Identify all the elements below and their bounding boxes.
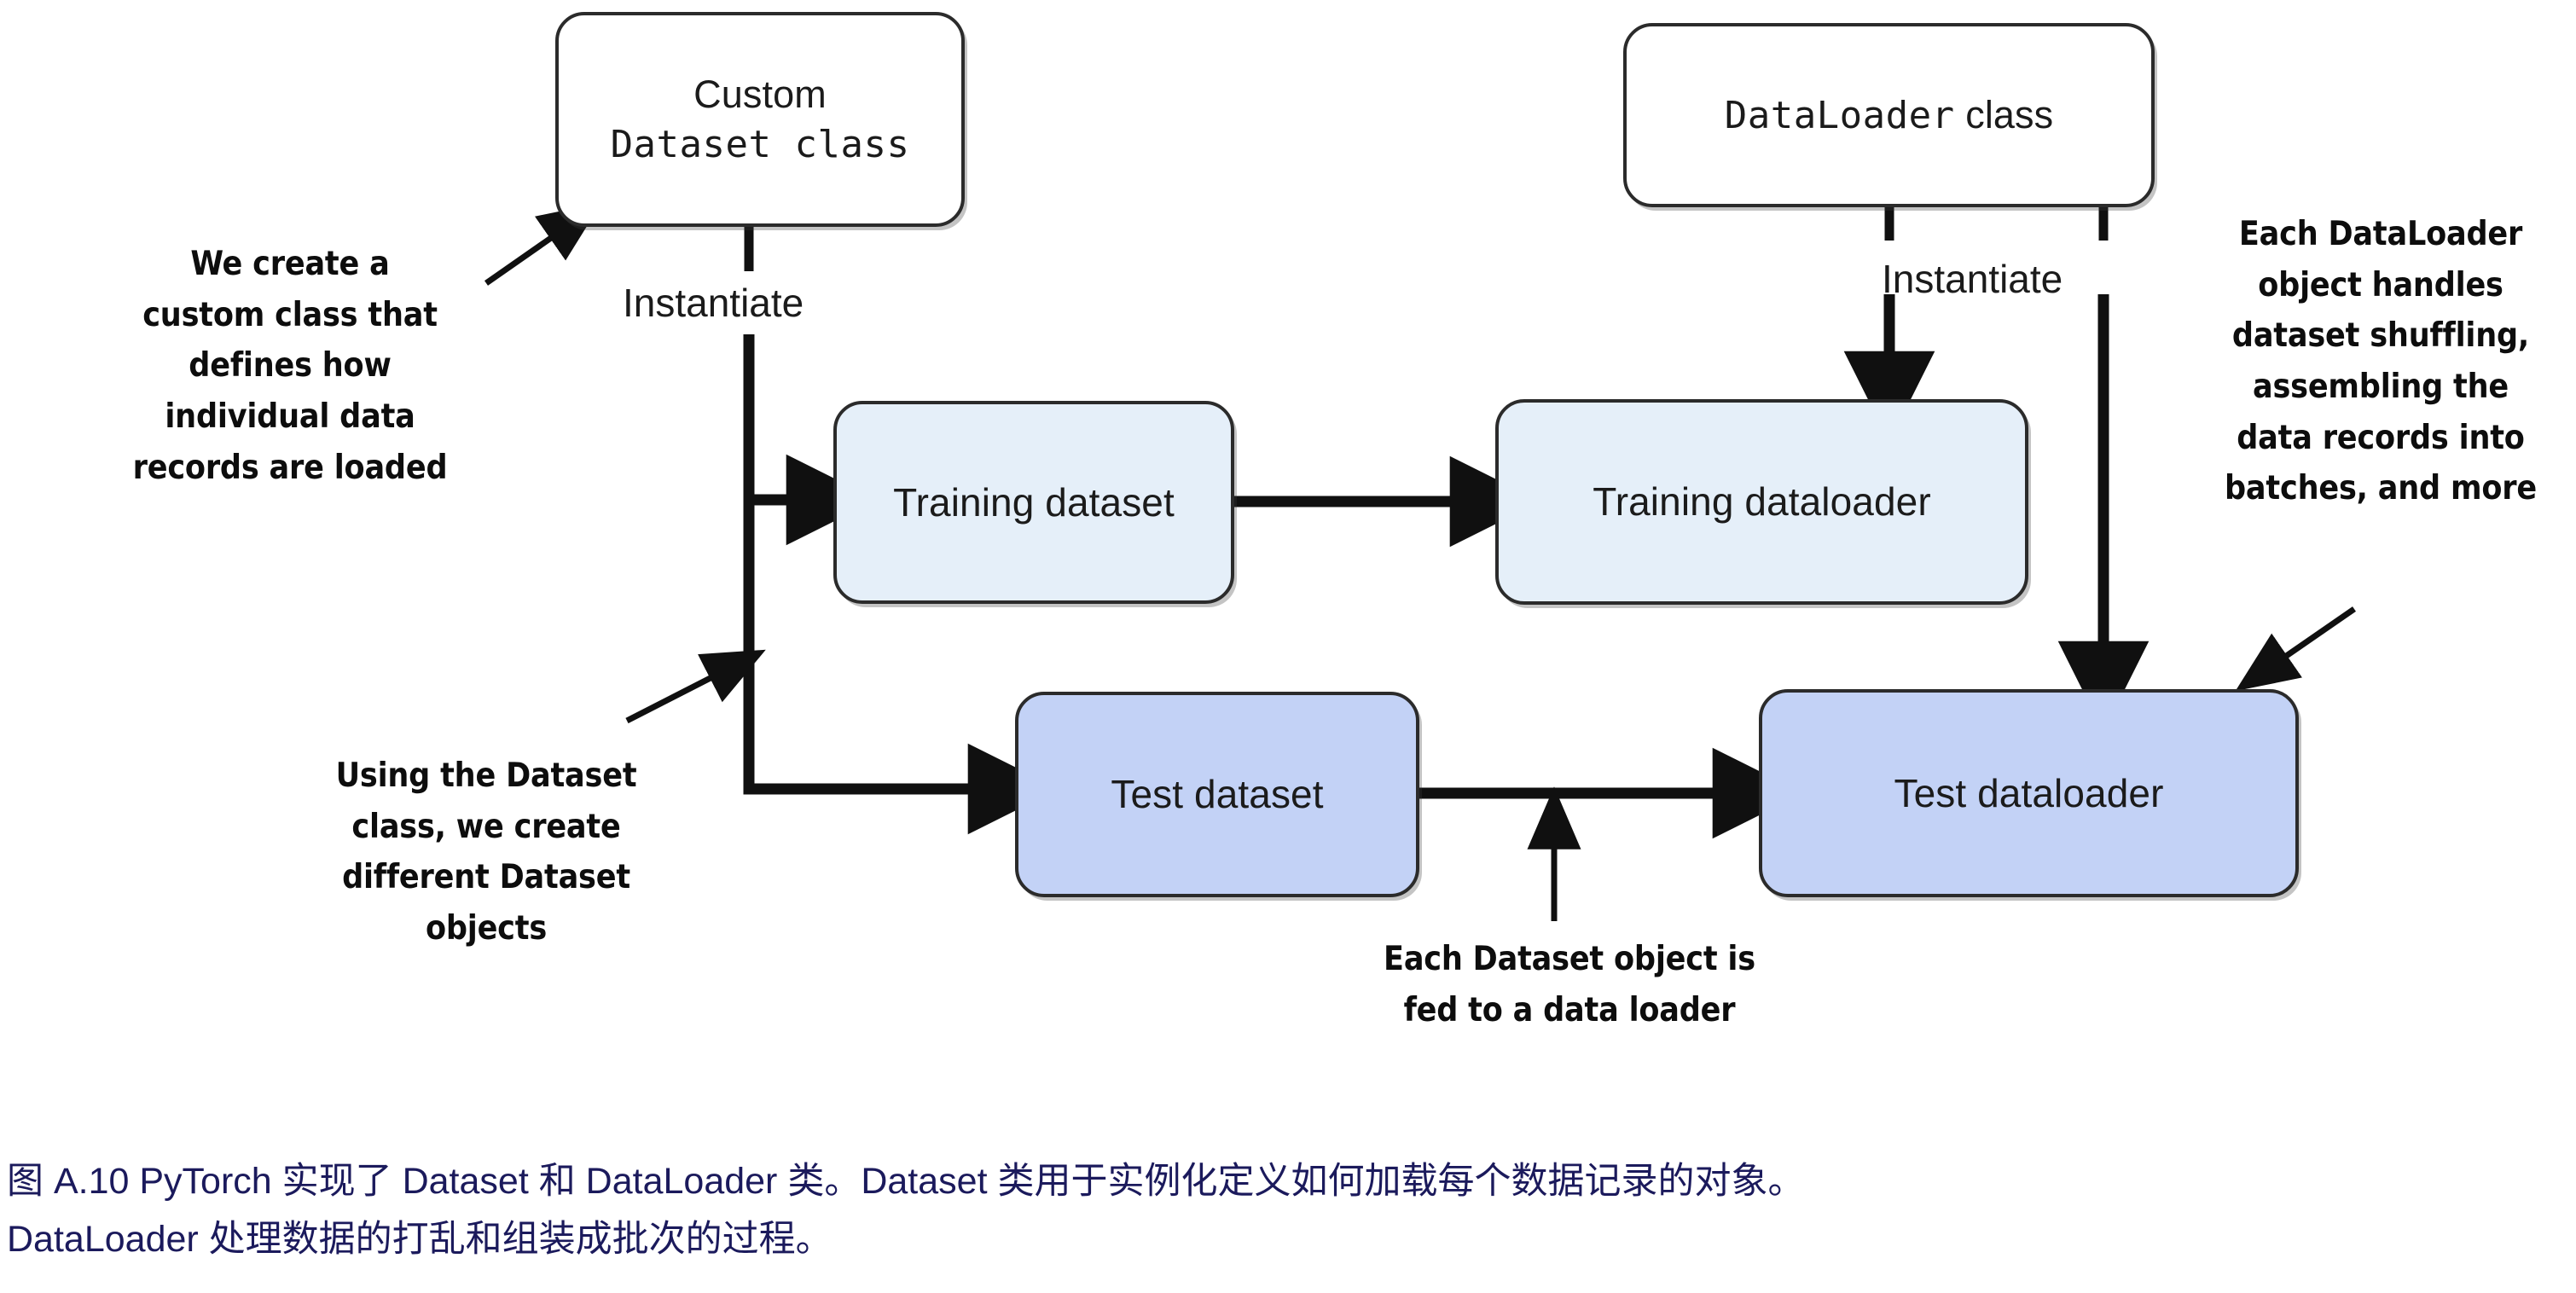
node-dataloader-class-label: DataLoader class	[1709, 90, 2069, 140]
annotation-line: different Dataset	[342, 858, 630, 897]
annotation-line: records are loaded	[132, 448, 448, 487]
class-word: class	[1965, 92, 2054, 136]
annotation-using-dataset-class: Using the Dataset class, we create diffe…	[307, 751, 665, 954]
node-test-dataset-label: Test dataset	[1111, 772, 1324, 817]
node-training-dataset[interactable]: Training dataset	[833, 401, 1234, 604]
dataset-class-word: Dataset class	[610, 122, 910, 166]
edge-label-instantiate-left: Instantiate	[623, 281, 804, 325]
figure-caption: 图 A.10 PyTorch 实现了 Dataset 和 DataLoader …	[7, 1153, 2549, 1269]
figure-caption-line-1: 图 A.10 PyTorch 实现了 Dataset 和 DataLoader …	[7, 1161, 1805, 1202]
annotation-line: fed to a data loader	[1403, 990, 1736, 1029]
annotation-line: object handles	[2258, 265, 2503, 304]
pointer-using-dataset-class	[625, 649, 766, 724]
node-custom-dataset-class[interactable]: Custom Dataset class	[555, 12, 965, 227]
annotation-dataset-fed-to-loader: Each Dataset object is fed to a data loa…	[1348, 934, 1791, 1035]
node-training-dataloader[interactable]: Training dataloader	[1495, 399, 2028, 605]
figure-caption-line-2: DataLoader 处理数据的打乱和组装成批次的过程。	[7, 1218, 833, 1260]
annotation-dataloader-handles: Each DataLoader object handles dataset s…	[2206, 209, 2556, 514]
annotation-line: Each Dataset object is	[1384, 940, 1755, 978]
annotation-line: objects	[425, 908, 548, 948]
annotation-line: defines how	[189, 346, 392, 386]
custom-word: Custom	[693, 72, 827, 117]
annotation-line: custom class that	[142, 295, 438, 334]
node-training-dataloader-label: Training dataloader	[1593, 479, 1931, 525]
node-test-dataloader-label: Test dataloader	[1894, 770, 2164, 815]
annotation-line: individual data	[165, 397, 415, 436]
node-test-dataset[interactable]: Test dataset	[1015, 692, 1419, 897]
node-training-dataset-label: Training dataset	[893, 479, 1175, 525]
annotation-line: batches, and more	[2225, 469, 2537, 508]
edge-label-instantiate-right: Instantiate	[1882, 257, 2063, 301]
pointer-dataloader-handles	[2235, 606, 2356, 692]
node-custom-dataset-class-label: Custom Dataset class	[595, 70, 925, 169]
annotation-line: data records into	[2237, 418, 2525, 457]
node-test-dataloader[interactable]: Test dataloader	[1759, 689, 2299, 897]
node-dataloader-class[interactable]: DataLoader class	[1623, 23, 2155, 207]
annotation-create-custom-class: We create a custom class that defines ho…	[111, 239, 469, 493]
annotation-line: We create a	[190, 245, 390, 283]
annotation-line: Using the Dataset	[335, 757, 637, 795]
annotation-line: dataset shuffling,	[2231, 316, 2530, 356]
annotation-line: class, we create	[351, 807, 621, 846]
annotation-line: Each DataLoader	[2238, 215, 2523, 253]
pointer-create-custom-class	[484, 202, 602, 286]
annotation-line: assembling the	[2252, 367, 2509, 406]
dataloader-word: DataLoader	[1724, 93, 1955, 137]
